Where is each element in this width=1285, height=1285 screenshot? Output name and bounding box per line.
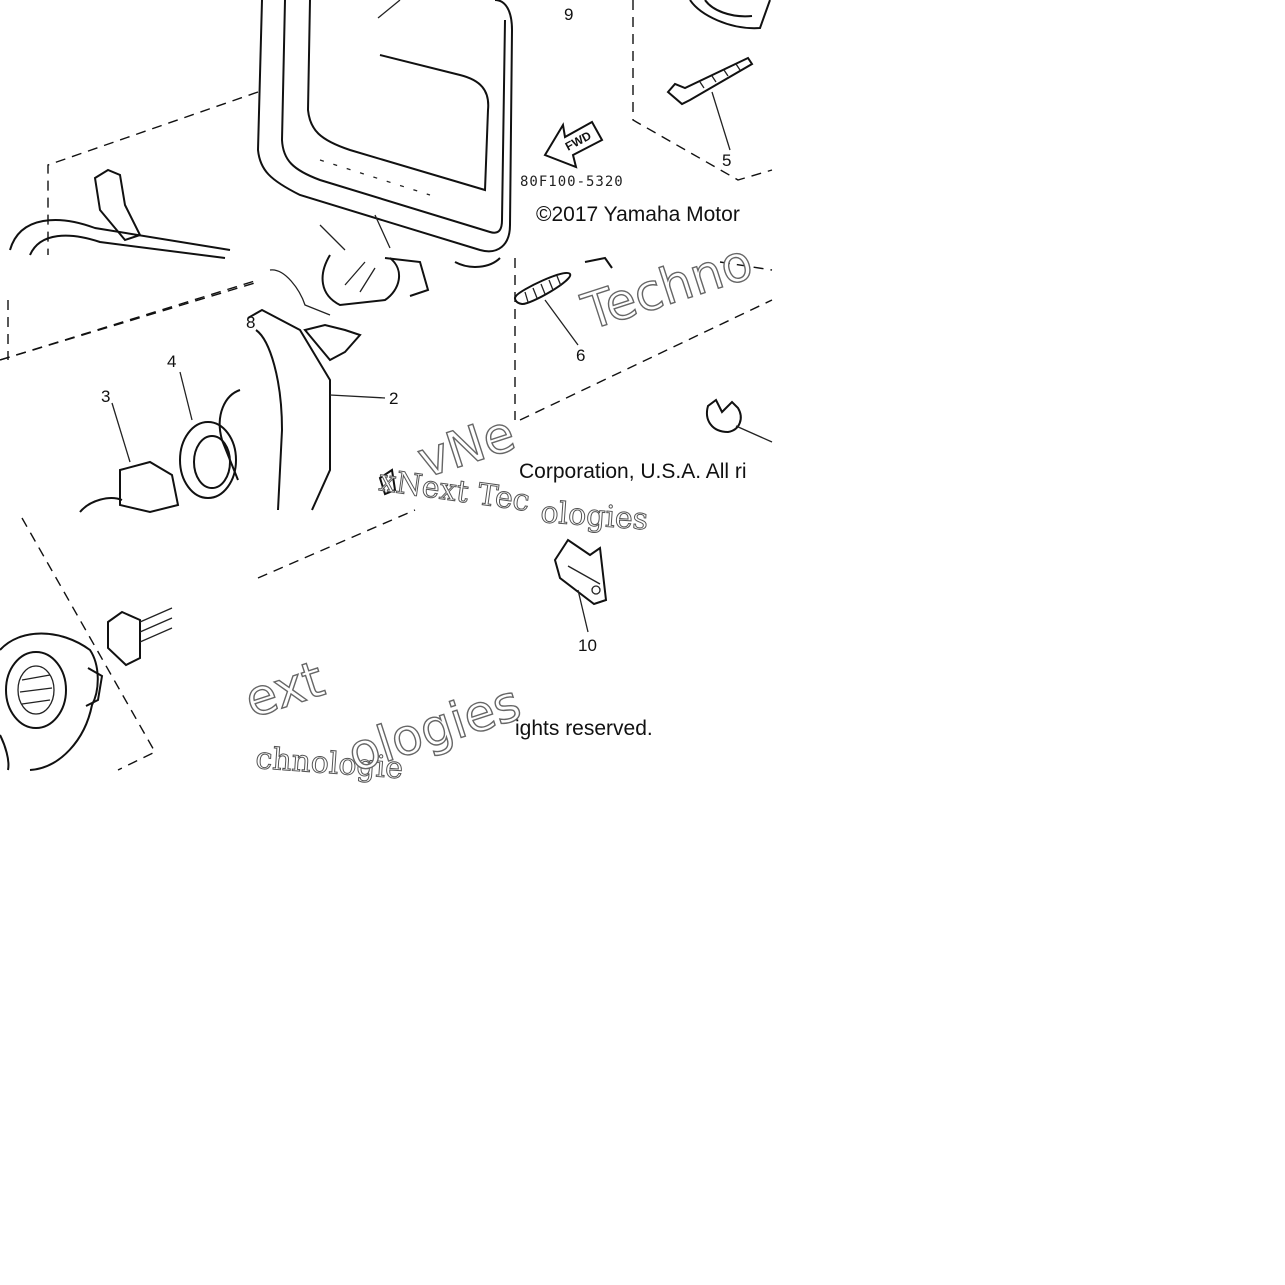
watermark-ologies: ologies [539,495,649,537]
tile-middle-right: 6 Corporation, U.S.A. All ri Techno [514,232,773,483]
copyright-line-2: Corporation, U.S.A. All ri [519,460,747,483]
connector [107,607,173,667]
socket-cover [0,632,104,771]
callout-3: 3 [101,387,110,406]
bracket-shape [93,168,142,242]
watermark-ext: ext [238,650,331,730]
retaining-ring [179,371,237,499]
watermark-vne: vNe [411,404,522,489]
watermark-ologies-2: ologies [341,673,528,783]
callout-6: 6 [576,346,585,365]
callout-2: 2 [389,389,398,408]
callout-10: 10 [578,636,597,655]
stay-bracket [553,538,608,633]
pin [378,468,397,496]
headlight-lens [256,0,514,253]
part-code: 80F100-5320 [520,174,624,190]
bulb-socket [79,402,180,514]
tile-bottom-left: ext chnologie ologies [0,509,528,787]
tile-top-right: 5 FWD 80F100-5320 ©2017 Yamaha Motor [520,0,773,226]
clip [706,398,773,443]
tile-bottom-right: 10 ights reserved. [515,538,653,740]
watermark-techno: Techno [575,232,760,341]
callout-8: 8 [246,313,255,332]
copyright-line-1: ©2017 Yamaha Motor [536,203,740,226]
copyright-line-3: ights reserved. [515,717,653,740]
callout-5: 5 [722,151,731,170]
fwd-arrow-icon: FWD [543,120,604,169]
bulb [319,214,501,307]
watermark-tile-2: xNext Tec vNe ologies [376,403,649,538]
callout-4: 4 [167,352,176,371]
tile-top-left: 9 [0,0,573,361]
tile-middle-left: 2 8 4 3 [0,269,398,514]
fwd-label: FWD [563,128,594,153]
spring [514,256,613,346]
callout-9: 9 [564,5,573,24]
bolt [666,56,754,151]
reflector-housing [218,269,386,511]
